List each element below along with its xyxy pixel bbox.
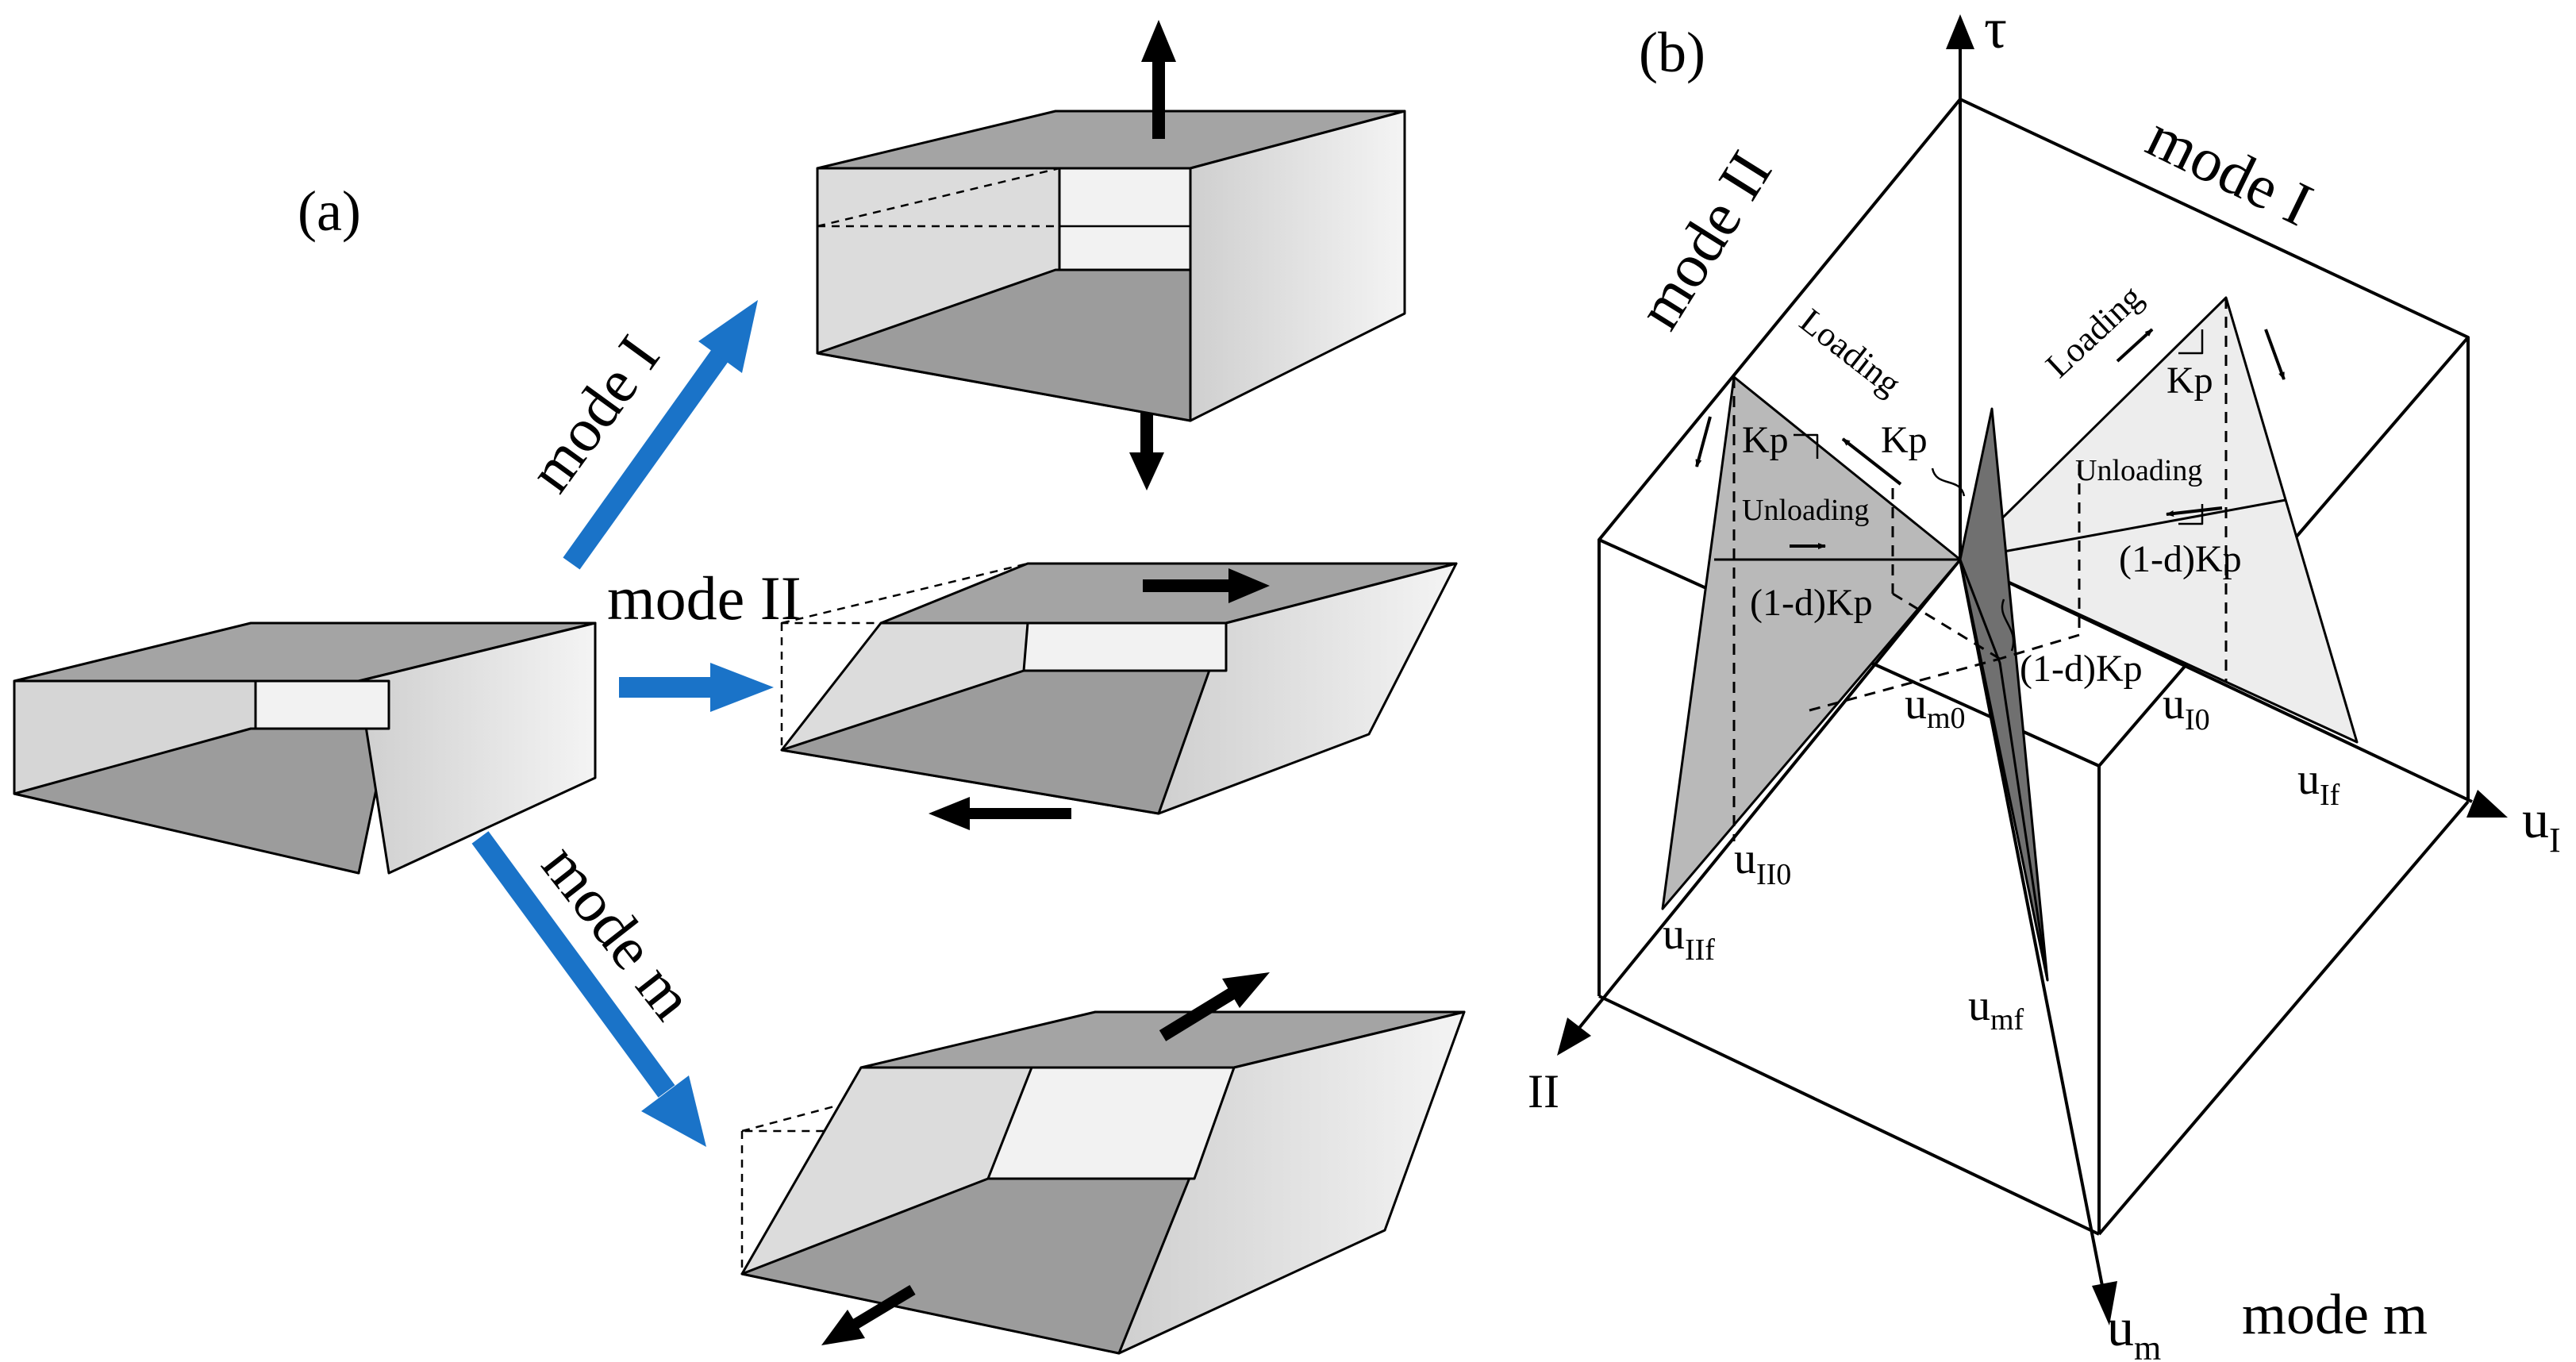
label-mode-ii-a: mode II [607,564,802,633]
point-u-m0-sub: m0 [1927,702,1966,735]
degraded-kp-label-right: (1-d)Kp [2119,538,2242,580]
point-u-iif-base: u [1663,910,1685,959]
leader-lines [1931,467,2015,652]
u-i-axis-sub: I [2549,821,2561,860]
triangle-mode-ii [1661,375,1962,910]
degraded-kp-label-left: (1-d)Kp [1750,582,1873,624]
point-u-m0: um0 [1905,679,1966,735]
u-m-axis-sub: m [2134,1329,2161,1362]
descent-arrow-right [2264,329,2286,380]
triangle-mode-ii-fill [1661,375,1962,910]
mode-m-crack [986,1066,1236,1180]
base-block-crack [254,679,390,730]
point-u-mf-base: u [1968,981,1990,1030]
mode-i-force-arrows [1129,20,1176,491]
point-u-i0: uI0 [2163,679,2210,737]
block-mode-ii [780,562,1458,815]
cube-box [1598,98,2470,1236]
point-u-if-sub: If [2320,779,2340,812]
triangle-mode-m [1959,407,2049,982]
block-mode-i [816,110,1406,422]
blue-arrow-mode-ii [619,663,774,712]
loading-arrow-left [1841,437,1902,486]
plane-label-mode-m: mode m [2242,1283,2428,1346]
base-block-right-face [357,621,597,875]
blue-arrows [471,300,774,1147]
blue-arrow-mode-m [471,831,706,1147]
loading-label-right: Loading [2038,277,2150,385]
block-mode-m [740,1010,1466,1355]
point-u-iif-sub: IIf [1685,933,1715,967]
ii-axis-label: II [1528,1065,1559,1118]
unloading-label-left: Unloading [1742,494,1869,527]
mode-i-right-face [1189,110,1406,422]
point-u-mf-sub: mf [1990,1003,2024,1037]
blue-arrow-mode-i [563,300,758,570]
base-block [13,621,597,875]
triangle-mode-i-fill [1959,296,2359,744]
point-u-if-base: u [2297,755,2320,804]
kp-label-center: Kp [1881,419,1928,461]
loading-label-left: Loading [1793,301,1909,403]
plane-label-mode-ii: mode II [1624,139,1785,340]
u-m-axis-base: u [2107,1297,2134,1357]
mode-i-crack [1058,167,1192,271]
point-u-ii0-base: u [1734,834,1756,883]
kp-label-left: Kp [1742,419,1789,461]
point-u-ii0: uII0 [1734,834,1791,891]
unloading-arrow-right [2166,506,2223,517]
loading-arrows [1695,328,2286,549]
mode-m-force-arrows [821,972,1270,1345]
mode-m-right-face [1117,1010,1466,1355]
triangle-mode-i [1959,296,2359,744]
plane-label-mode-i: mode I [2137,101,2324,239]
panel-b-label: (b) [1639,21,1705,84]
ii-axis [1578,558,1962,1029]
mode-ii-right-face [1157,562,1458,815]
point-u-i0-sub: I0 [2185,703,2210,737]
degraded-kp-label-center: (1-d)Kp [2020,648,2143,690]
mode-ii-force-arrows [929,568,1270,830]
kp-label-right: Kp [2167,360,2213,402]
descent-arrow-left [1695,416,1712,467]
point-u-m0-base: u [1905,679,1927,729]
u-m-axis [1959,559,2105,1291]
panel-a-label: (a) [298,179,361,243]
tau-axis-label: τ [1984,0,2007,60]
u-m-axis-label: um [2107,1297,2161,1362]
point-u-mf: umf [1968,981,2024,1037]
u-i-axis-label: uI [2522,789,2561,860]
unloading-label-right: Unloading [2075,454,2202,487]
point-u-iif: uIIf [1663,910,1715,967]
point-u-if: uIf [2297,755,2340,812]
mode-ii-crack [1022,621,1228,672]
loading-arrow-right [2116,328,2154,363]
u-i-axis-base: u [2522,789,2549,849]
dashed-guides [1809,592,2080,712]
point-u-i0-base: u [2163,679,2185,729]
point-u-ii0-sub: II0 [1756,858,1791,891]
label-mode-i-a: mode I [514,323,672,504]
